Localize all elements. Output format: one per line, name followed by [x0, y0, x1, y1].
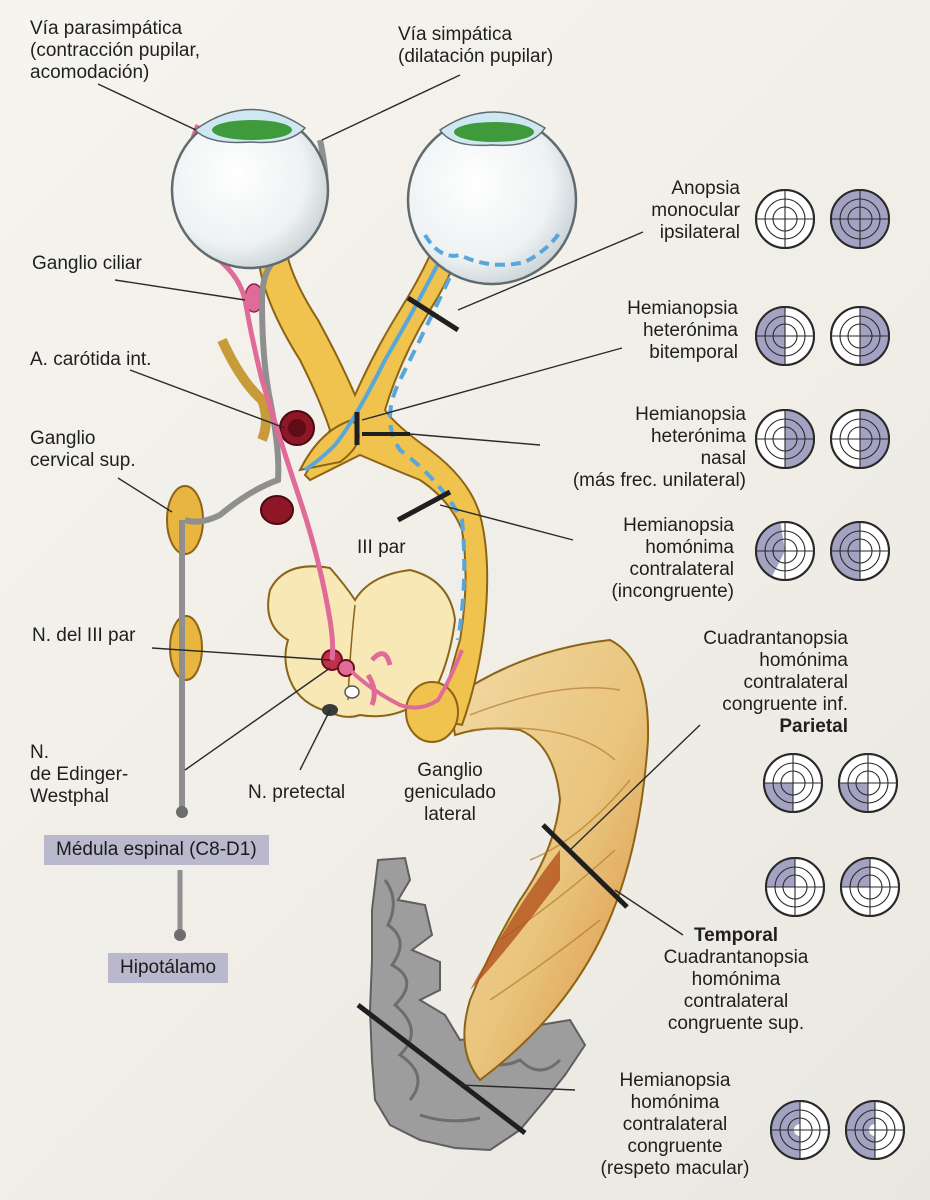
defect-incongruent-line-3: contralateral: [629, 559, 734, 580]
defect-parietal-line-4: congruente inf.: [722, 694, 848, 715]
ciliary-ganglion-label: Ganglio ciliar: [32, 253, 142, 274]
defect-parietal-region: Parietal: [779, 716, 848, 737]
parasympathetic-line-1: Vía parasimpática: [30, 18, 183, 39]
defect-macular-line-4: congruente: [627, 1136, 723, 1157]
defect-temporal-line-4: congruente sup.: [667, 1013, 805, 1034]
visual-field-monocular-left-eye: [755, 189, 815, 249]
visual-field-bitemporal-right-eye: [830, 306, 890, 366]
lgn-label: Ganglio geniculado lateral: [390, 760, 510, 826]
parasympathetic-label: Vía parasimpática (contracción pupilar, …: [30, 18, 200, 84]
defect-incongruent-line-1: Hemianopsia: [623, 515, 734, 536]
defect-temporal-label: Temporal Cuadrantanopsia homónima contra…: [616, 925, 856, 1035]
defect-incongruent-label: Hemianopsia homónima contralateral (inco…: [611, 515, 734, 603]
visual-field-parietal-left-eye: [763, 753, 823, 813]
defect-parietal-line-1: Cuadrantanopsia: [703, 628, 848, 649]
defect-bitemporal-line-2: heterónima: [642, 320, 738, 341]
visual-field-bitemporal-left-eye: [755, 306, 815, 366]
defect-parietal-line-3: contralateral: [743, 672, 848, 693]
defect-temporal-line-1: Cuadrantanopsia: [663, 947, 809, 968]
visual-field-nasal-right-eye: [830, 409, 890, 469]
defect-macular-line-5: (respeto macular): [600, 1158, 750, 1179]
visual-field-macular-right-eye: [845, 1100, 905, 1160]
sympathetic-line-2: (dilatación pupilar): [398, 46, 554, 67]
hypothalamus-box: Hipotálamo: [108, 953, 229, 983]
cervical-line-1: Ganglio: [30, 428, 96, 449]
lgn-shape: [405, 681, 459, 743]
defect-nasal-line-4: (más frec. unilateral): [572, 470, 746, 491]
parasympathetic-line-2: (contracción pupilar,: [30, 40, 201, 61]
defect-parietal-label: Cuadrantanopsia homónima contralateral c…: [703, 628, 848, 738]
pretectal-label: N. pretectal: [248, 782, 346, 803]
visual-field-incongruent-right-eye: [830, 521, 890, 581]
defect-incongruent-line-4: (incongruente): [611, 581, 734, 602]
defect-temporal-region: Temporal: [693, 925, 779, 946]
third-nerve-label: III par: [357, 537, 406, 558]
optic-chiasm: [256, 230, 489, 727]
lgn-line-3: lateral: [424, 804, 476, 825]
occipital-cortex: [368, 856, 587, 1152]
defect-bitemporal-line-1: Hemianopsia: [627, 298, 738, 319]
defect-macular-line-3: contralateral: [622, 1114, 728, 1135]
defect-incongruent-line-2: homónima: [645, 537, 734, 558]
cervical-line-2: cervical sup.: [30, 450, 136, 471]
defect-nasal-line-3: nasal: [700, 448, 746, 469]
defect-temporal-line-3: contralateral: [683, 991, 789, 1012]
defect-macular-label: Hemianopsia homónima contralateral congr…: [575, 1070, 775, 1180]
defect-nasal-line-2: heterónima: [650, 426, 746, 447]
defect-bitemporal-label: Hemianopsia heterónima bitemporal: [627, 298, 738, 364]
visual-field-monocular-right-eye: [830, 189, 890, 249]
parasympathetic-line-3: acomodación): [30, 62, 150, 83]
third-nucleus-label: N. del III par: [32, 625, 136, 646]
defect-nasal-line-1: Hemianopsia: [635, 404, 746, 425]
visual-field-temporal-left-eye: [765, 857, 825, 917]
defect-macular-line-2: homónima: [630, 1092, 720, 1113]
edinger-line-3: Westphal: [30, 786, 109, 807]
edinger-line-1: N.: [30, 742, 49, 763]
carotid-label: A. carótida int.: [30, 349, 152, 370]
lgn-line-2: geniculado: [404, 782, 496, 803]
cervical-ganglion-label: Ganglio cervical sup.: [30, 428, 136, 472]
visual-field-macular-left-eye: [770, 1100, 830, 1160]
defect-temporal-line-2: homónima: [691, 969, 781, 990]
defect-nasal-label: Hemianopsia heterónima nasal (más frec. …: [573, 404, 746, 492]
edinger-westphal-label: N. de Edinger- Westphal: [30, 742, 128, 808]
optic-radiation: [448, 638, 650, 1082]
sympathetic-line-1: Vía simpática: [398, 24, 513, 45]
lgn-line-1: Ganglio: [417, 760, 483, 781]
visual-field-nasal-left-eye: [755, 409, 815, 469]
visual-field-parietal-right-eye: [838, 753, 898, 813]
defect-monocular-line-2: monocular: [651, 200, 740, 221]
defect-monocular-label: Anopsia monocular ipsilateral: [651, 178, 740, 244]
edinger-line-2: de Edinger-: [30, 764, 129, 785]
defect-macular-line-1: Hemianopsia: [619, 1070, 731, 1091]
visual-field-temporal-right-eye: [840, 857, 900, 917]
sympathetic-label: Vía simpática (dilatación pupilar): [398, 24, 553, 68]
visual-field-incongruent-left-eye: [755, 521, 815, 581]
spinal-cord-box: Médula espinal (C8-D1): [44, 835, 269, 865]
defect-monocular-line-3: ipsilateral: [659, 222, 740, 243]
defect-monocular-line-1: Anopsia: [671, 178, 740, 199]
defect-bitemporal-line-3: bitemporal: [649, 342, 738, 363]
defect-parietal-line-2: homónima: [759, 650, 848, 671]
